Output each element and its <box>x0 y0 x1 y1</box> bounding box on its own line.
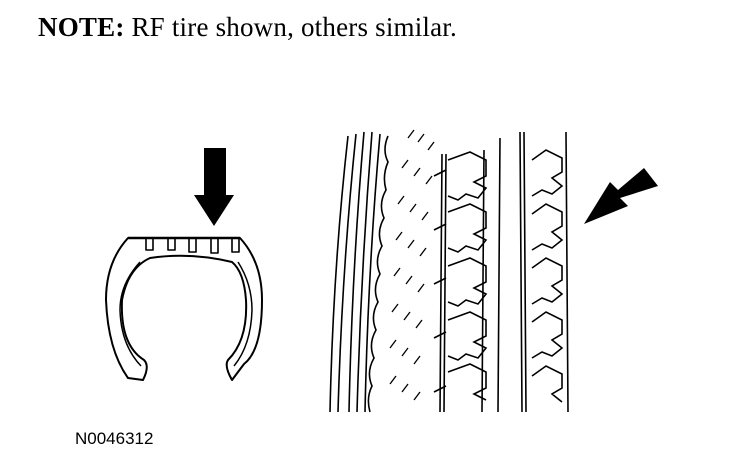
down-arrow-icon <box>194 148 234 226</box>
second-strip-edges <box>519 131 569 413</box>
second-strip-blocks <box>531 149 564 403</box>
tire-cross-section-icon <box>105 236 263 381</box>
tread-left-notches <box>433 169 447 393</box>
figure-code: N0046312 <box>75 429 154 448</box>
sidewall-lines <box>329 131 381 413</box>
tire-tread-icon <box>329 129 569 413</box>
tread-blocks <box>447 151 488 401</box>
note-label: NOTE: <box>38 12 125 42</box>
tire-outer-outline <box>105 237 263 381</box>
tread-rib-lines <box>439 137 501 413</box>
tire-tread-grooves <box>145 238 240 254</box>
tire-inner-liner <box>119 261 253 367</box>
note-body: RF tire shown, others similar. <box>131 12 457 42</box>
diagonal-arrow-icon <box>584 168 658 224</box>
dashed-marks <box>389 129 435 401</box>
wavy-line <box>367 135 389 413</box>
note-text: NOTE: RF tire shown, others similar. <box>38 12 457 43</box>
